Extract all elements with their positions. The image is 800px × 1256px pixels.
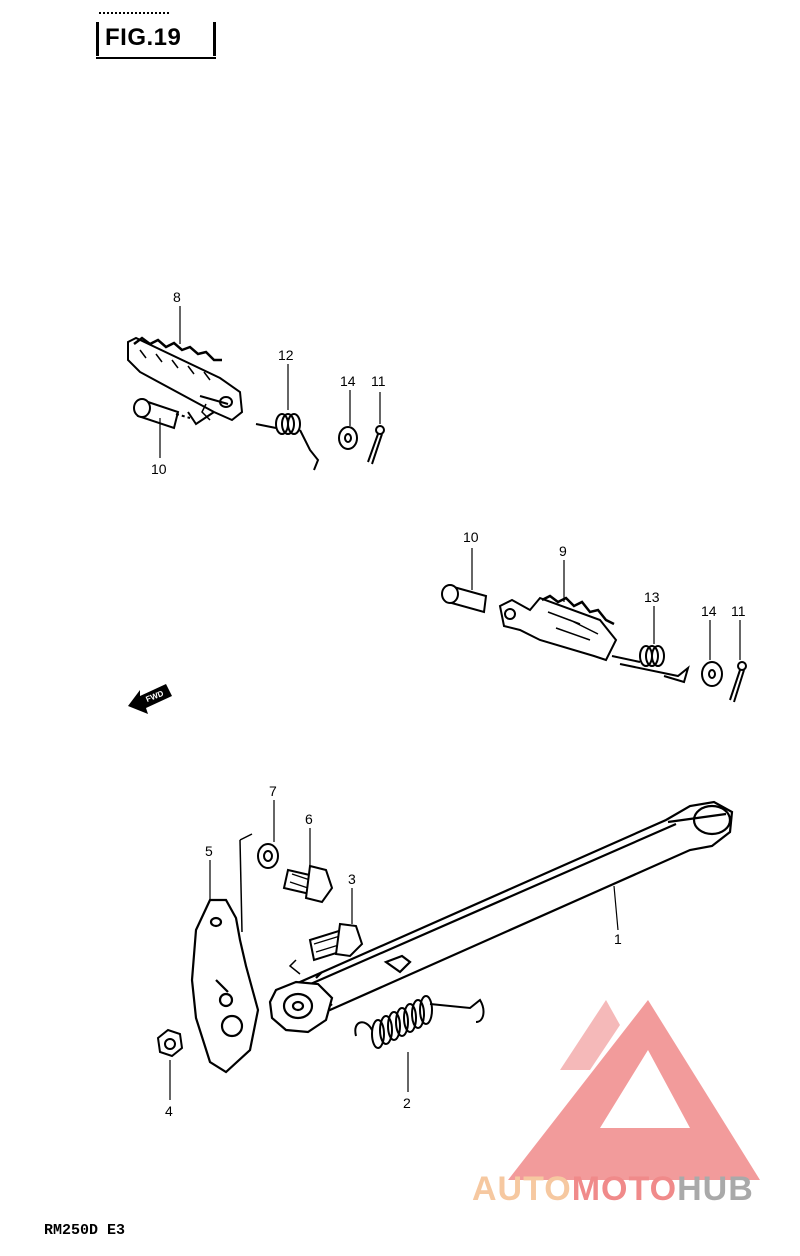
- washer-7: [257, 843, 279, 869]
- spring-2: [354, 995, 485, 1049]
- washer-14-lower: [701, 661, 723, 687]
- watermark-text: AUTOMOTOHUB: [472, 1170, 754, 1209]
- callout-4: 4: [165, 1103, 173, 1119]
- cotter-pin-11-lower: [729, 661, 747, 703]
- side-stand-1: [268, 800, 734, 1034]
- pin-10-upper: [133, 398, 191, 430]
- forward-arrow-icon: FWD: [128, 684, 172, 714]
- callout-11-upper: 11: [371, 373, 386, 389]
- callout-2: 2: [403, 1095, 411, 1111]
- callout-14-lower: 14: [701, 603, 717, 619]
- bolt-3: [308, 922, 364, 962]
- callout-14-upper: 14: [340, 373, 356, 389]
- cotter-pin-11-upper: [367, 425, 385, 465]
- callout-6: 6: [305, 811, 313, 827]
- callout-10-upper: 10: [151, 461, 167, 477]
- title-underline: [96, 57, 216, 59]
- callout-12: 12: [278, 347, 294, 363]
- callout-9: 9: [559, 543, 567, 559]
- callout-leaders: [159, 306, 741, 1100]
- footrest-right-9: [498, 594, 618, 662]
- assembly-guide-lines: [201, 403, 301, 975]
- bolt-6: [282, 864, 334, 904]
- spring-13: [611, 645, 690, 684]
- nut-4: [156, 1028, 184, 1058]
- pin-10-lower: [441, 584, 488, 614]
- footrest-left-8: [127, 336, 244, 426]
- spring-12: [255, 413, 320, 471]
- watermark-logo-icon: [508, 1000, 760, 1180]
- figure-label: FIG.19: [105, 24, 182, 51]
- watermark-part-auto: AUTO: [472, 1170, 572, 1208]
- callout-labels: 8 12 14 11 10 10 9 13 14 11 7 6 3 5 1 2 …: [151, 289, 746, 1119]
- callout-5: 5: [205, 843, 213, 859]
- figure-title: FIG.19: [96, 12, 216, 59]
- callout-11-lower: 11: [731, 603, 746, 619]
- callout-3: 3: [348, 871, 356, 887]
- watermark-part-hub: HUB: [677, 1170, 754, 1208]
- title-dots: [99, 12, 169, 18]
- model-code: RM250D E3: [44, 1222, 126, 1239]
- washer-14-upper: [338, 426, 358, 450]
- callout-10-lower: 10: [463, 529, 479, 545]
- callout-7: 7: [269, 783, 277, 799]
- callout-13: 13: [644, 589, 660, 605]
- bracket-5: [190, 898, 260, 1074]
- callout-1: 1: [614, 931, 622, 947]
- callout-8: 8: [173, 289, 181, 305]
- watermark-part-moto: MOTO: [571, 1170, 678, 1208]
